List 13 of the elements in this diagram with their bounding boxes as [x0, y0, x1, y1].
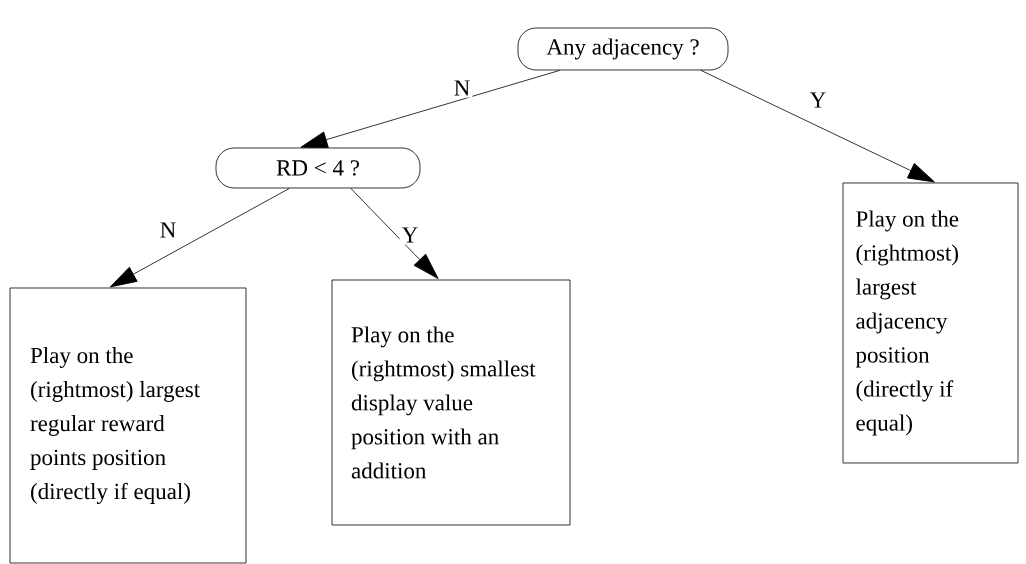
action-box: Play on the (rightmost) largest adjacency position (directly if equal) [842, 182, 1019, 464]
arrow [109, 188, 290, 288]
edge-label: N [451, 78, 473, 98]
action-box: Play on the (rightmost) largest regular reward points position (directly if equal) [9, 287, 247, 564]
action-box: Play on the (rightmost) smallest display value position with an addition [331, 279, 571, 526]
edge-label: Y [807, 90, 829, 110]
decision-box: RD < 4 ? [215, 147, 421, 189]
arrow [300, 70, 561, 148]
arrow [700, 70, 935, 183]
arrow [350, 188, 439, 279]
edge-label: N [157, 220, 179, 240]
decision-box: Any adjacency ? [517, 27, 729, 71]
edge-label: Y [399, 225, 421, 245]
